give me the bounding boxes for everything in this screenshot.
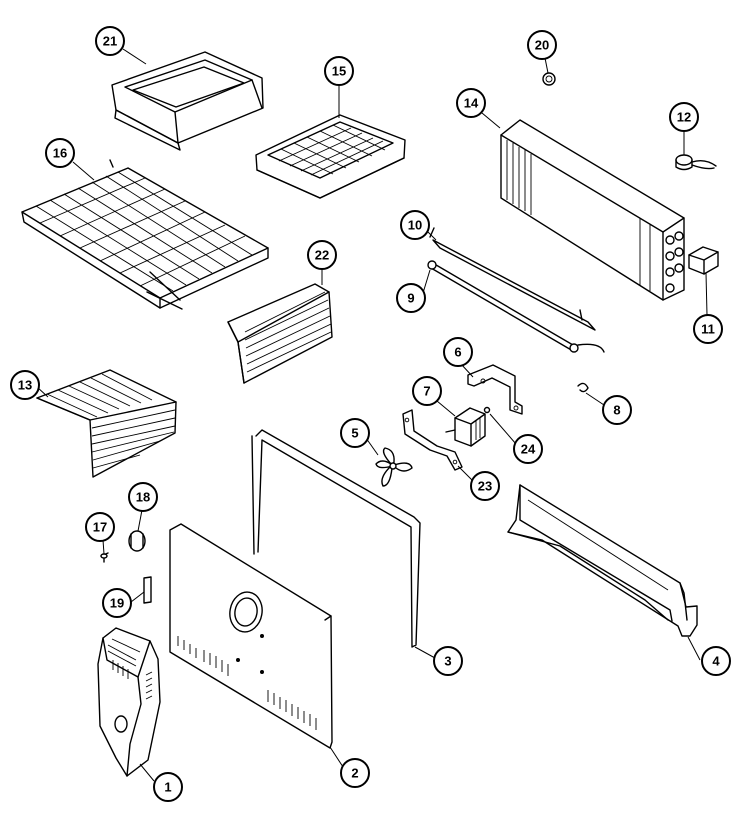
callout-3: 3 <box>433 646 463 676</box>
callout-12-label: 12 <box>677 110 691 125</box>
part-1-control-housing <box>97 627 161 777</box>
callout-17: 17 <box>85 512 115 542</box>
part-10-defrost-tube <box>429 227 596 331</box>
callout-17-label: 17 <box>93 520 107 535</box>
callout-8: 8 <box>602 395 632 425</box>
callout-13-label: 13 <box>18 378 32 393</box>
callout-3-label: 3 <box>444 654 451 669</box>
callout-1-label: 1 <box>164 780 171 795</box>
callout-5-label: 5 <box>351 426 358 441</box>
part-12-sensor <box>675 154 717 171</box>
callout-8-label: 8 <box>613 403 620 418</box>
callout-10: 10 <box>400 210 430 240</box>
part-14-evaporator <box>500 119 685 301</box>
part-15-ice-tray <box>255 114 406 199</box>
part-18-knob <box>128 530 146 552</box>
part-11-connector <box>688 246 719 275</box>
part-19-lens <box>143 576 152 604</box>
callout-13: 13 <box>10 370 40 400</box>
callout-6-label: 6 <box>454 345 461 360</box>
callout-9-label: 9 <box>407 291 414 306</box>
leader-7 <box>436 400 456 417</box>
part-22-shelf <box>227 283 333 384</box>
callout-14: 14 <box>456 88 486 118</box>
callout-15: 15 <box>324 56 354 86</box>
part-21-ice-bin <box>111 51 264 151</box>
part-17-screw <box>100 552 109 563</box>
callout-7-label: 7 <box>423 384 430 399</box>
callout-18: 18 <box>128 482 158 512</box>
callout-4-label: 4 <box>712 654 720 669</box>
callout-16: 16 <box>45 138 75 168</box>
leader-10 <box>427 231 437 241</box>
callout-1: 1 <box>153 772 183 802</box>
leader-5 <box>365 437 379 456</box>
callout-19: 19 <box>102 588 132 618</box>
callout-22-label: 22 <box>315 248 329 263</box>
callout-9: 9 <box>396 283 426 313</box>
part-7-fan-motor <box>445 407 486 447</box>
callout-2: 2 <box>340 758 370 788</box>
part-13-shelf <box>36 369 177 478</box>
part-6-bracket <box>467 364 523 415</box>
callout-16-label: 16 <box>53 146 67 161</box>
callout-7: 7 <box>412 376 442 406</box>
leader-18 <box>137 509 143 532</box>
callout-11: 11 <box>693 314 723 344</box>
leader-6 <box>460 363 474 378</box>
callout-5: 5 <box>340 418 370 448</box>
callout-24-label: 24 <box>521 442 536 457</box>
callout-6: 6 <box>443 337 473 367</box>
part-20-cap <box>542 72 556 86</box>
callout-12: 12 <box>669 102 699 132</box>
leader-16 <box>72 161 95 181</box>
leader-1 <box>139 763 155 782</box>
part-2-rear-panel <box>169 523 333 749</box>
part-24-washer <box>483 406 491 414</box>
part-8-clip <box>577 382 589 393</box>
part-3-gasket <box>251 429 421 648</box>
leader-24 <box>489 413 517 445</box>
callout-2-label: 2 <box>351 766 358 781</box>
callout-20-label: 20 <box>535 38 549 53</box>
leader-lines <box>36 48 708 782</box>
callout-15-label: 15 <box>332 64 346 79</box>
leader-21 <box>122 48 147 65</box>
part-16-wire-shelf <box>21 159 269 310</box>
part-5-fan-blade <box>375 447 413 487</box>
leader-9 <box>422 269 431 294</box>
callout-23-label: 23 <box>478 479 492 494</box>
callout-18-label: 18 <box>136 490 150 505</box>
part-4-duct <box>507 484 698 637</box>
callout-23: 23 <box>470 471 500 501</box>
callout-4: 4 <box>701 646 731 676</box>
leader-17 <box>102 539 105 555</box>
leader-4 <box>687 636 701 661</box>
callout-22: 22 <box>307 240 337 270</box>
callout-11-label: 11 <box>701 322 715 337</box>
leader-19 <box>130 591 145 603</box>
leader-8 <box>585 392 605 406</box>
leader-14 <box>481 112 501 129</box>
callout-19-label: 19 <box>110 596 124 611</box>
leader-11 <box>705 272 708 316</box>
leader-3 <box>414 646 436 659</box>
leader-23 <box>457 465 473 481</box>
callout-21-label: 21 <box>103 34 117 49</box>
callout-24: 24 <box>513 434 543 464</box>
part-23-motor-bracket <box>402 409 463 471</box>
leader-20 <box>544 57 549 74</box>
callout-10-label: 10 <box>408 218 422 233</box>
callout-14-label: 14 <box>464 96 479 111</box>
callout-20: 20 <box>527 30 557 60</box>
part-9-defrost-heater <box>427 260 605 353</box>
callout-21: 21 <box>95 26 125 56</box>
